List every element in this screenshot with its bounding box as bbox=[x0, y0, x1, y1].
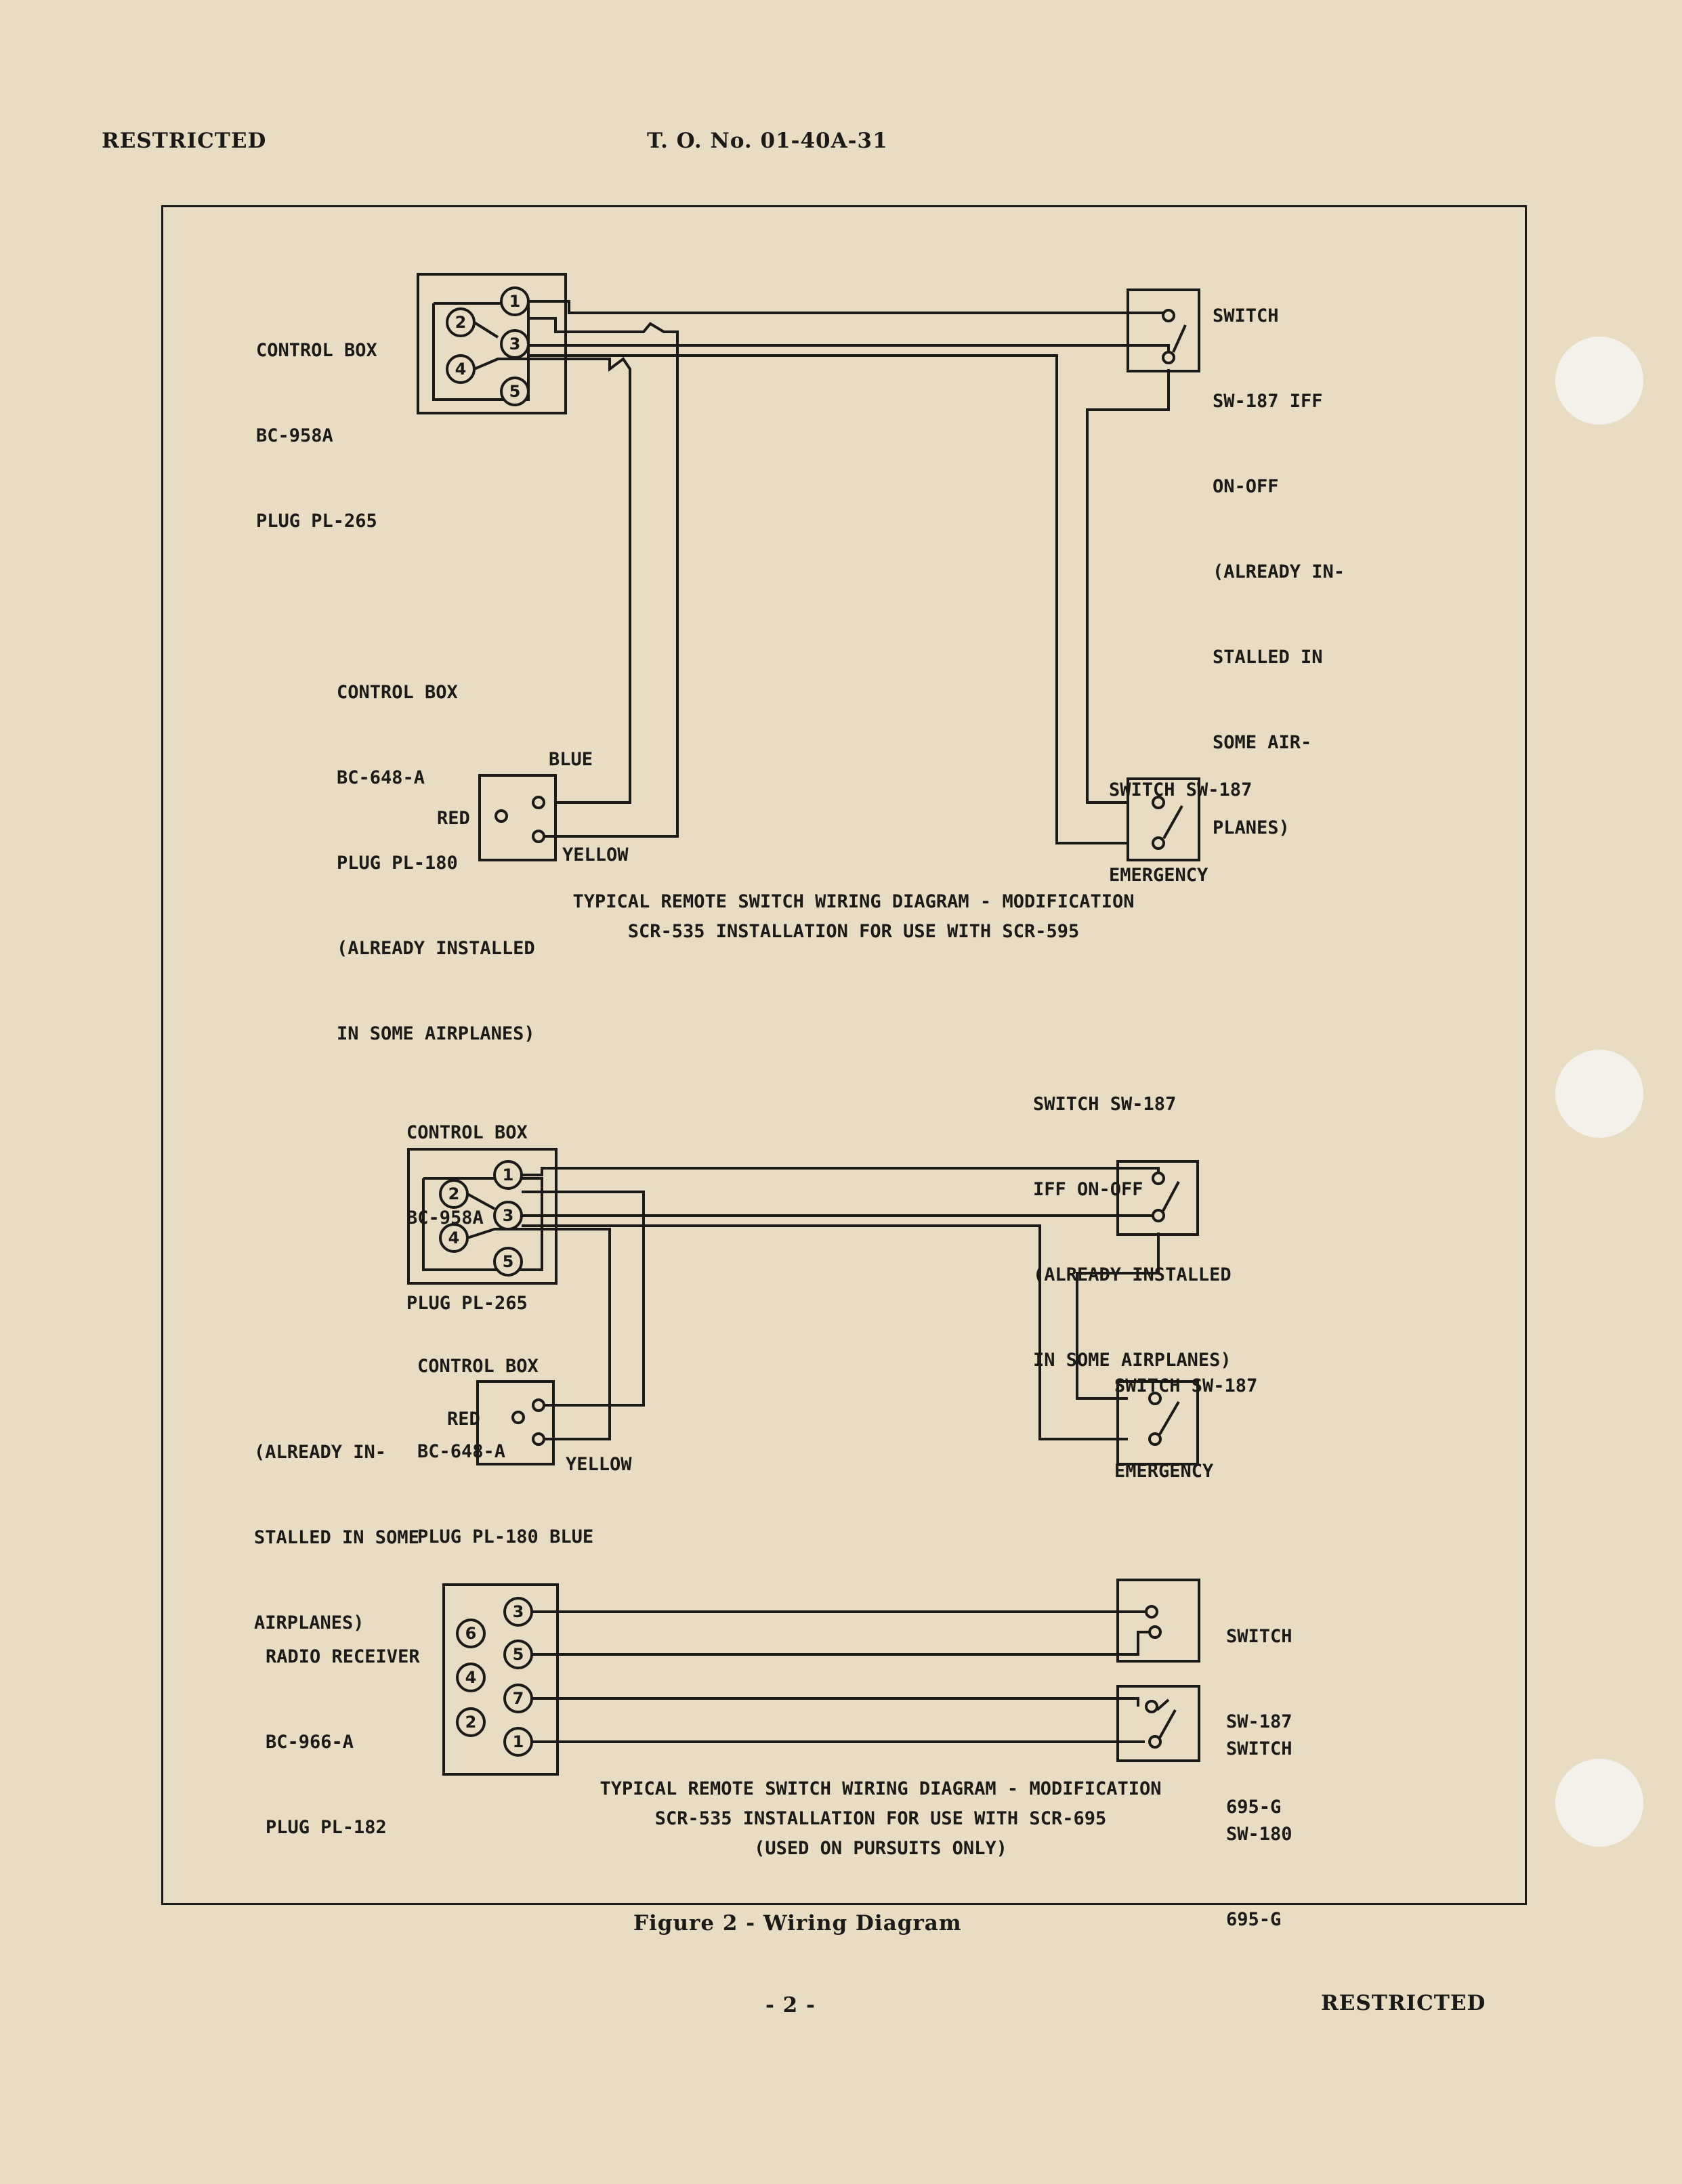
punch-hole-middle bbox=[1555, 1050, 1643, 1138]
punch-hole-top bbox=[1555, 337, 1643, 425]
plug-pl265-outline bbox=[417, 273, 567, 414]
footer-restricted: RESTRICTED bbox=[1321, 1991, 1486, 2015]
svg-text:4: 4 bbox=[448, 1228, 460, 1247]
svg-text:5: 5 bbox=[513, 1645, 524, 1664]
svg-text:4: 4 bbox=[465, 1668, 477, 1687]
figure-frame bbox=[161, 205, 1527, 1905]
svg-text:1: 1 bbox=[503, 1165, 514, 1184]
wire-label-red-2: RED bbox=[447, 1409, 480, 1430]
pin-5 bbox=[500, 377, 530, 406]
wire-label-blue: BLUE bbox=[549, 749, 593, 770]
wire-label-red: RED bbox=[437, 808, 470, 829]
switch-emergency-label-2: SWITCH SW-187 EMERGENCY bbox=[1114, 1375, 1258, 1482]
switch-emergency-label: SWITCH SW-187 EMERGENCY bbox=[1109, 779, 1253, 886]
pin-label-1: 1 bbox=[509, 292, 521, 311]
plug-pl265-inner bbox=[432, 302, 530, 401]
switch-sw187-label: SWITCH SW-187 695-G bbox=[1226, 1626, 1292, 1818]
diagram1-caption: TYPICAL REMOTE SWITCH WIRING DIAGRAM - M… bbox=[572, 891, 1135, 942]
switch-iff-label: SWITCH SW-187 IFF ON-OFF (ALREADY IN- ST… bbox=[1213, 305, 1345, 838]
control-box-958a-label: CONTROL BOX BC-958A PLUG PL-265 bbox=[256, 340, 377, 532]
wire-label-yellow-2: YELLOW bbox=[566, 1454, 632, 1475]
pin-label-2: 2 bbox=[455, 313, 467, 332]
control-box-648a-label: CONTROL BOX BC-648-A PLUG PL-180 (ALREAD… bbox=[337, 682, 535, 1044]
already-installed-label: (ALREADY IN- STALLED IN SOME AIRPLANES) bbox=[254, 1442, 419, 1633]
header-restricted: RESTRICTED bbox=[102, 129, 267, 153]
switch-iff-label-2: SWITCH SW-187 IFF ON-OFF (ALREADY INSTAL… bbox=[1033, 1094, 1232, 1371]
diagram3-caption: TYPICAL REMOTE SWITCH WIRING DIAGRAM - M… bbox=[600, 1778, 1162, 1859]
svg-text:2: 2 bbox=[465, 1713, 477, 1732]
document-number: T. O. No. 01-40A-31 bbox=[647, 129, 888, 153]
svg-text:7: 7 bbox=[513, 1689, 524, 1708]
pin-label-4: 4 bbox=[455, 360, 467, 379]
svg-text:1: 1 bbox=[513, 1732, 524, 1751]
svg-text:3: 3 bbox=[513, 1602, 524, 1621]
control-box-958a-label-2: CONTROL BOX BC-958A PLUG PL-265 bbox=[406, 1122, 528, 1314]
svg-text:5: 5 bbox=[503, 1252, 514, 1271]
pin-label-3: 3 bbox=[509, 335, 521, 354]
wire-label-yellow: YELLOW bbox=[562, 844, 629, 865]
svg-text:3: 3 bbox=[503, 1206, 514, 1225]
switch-sw180-label: SWITCH SW-180 695-G bbox=[1226, 1738, 1292, 1930]
control-box-648a-label-2: CONTROL BOX BC-648-A PLUG PL-180 BLUE bbox=[417, 1356, 594, 1547]
figure-caption: Figure 2 - Wiring Diagram bbox=[633, 1911, 962, 1935]
svg-text:6: 6 bbox=[465, 1624, 477, 1643]
punch-hole-bottom bbox=[1555, 1759, 1643, 1847]
page-number: - 2 - bbox=[765, 1993, 816, 2017]
radio-receiver-label: RADIO RECEIVER BC-966-A PLUG PL-182 bbox=[266, 1646, 420, 1838]
svg-text:2: 2 bbox=[448, 1184, 460, 1203]
pin-label-5: 5 bbox=[509, 382, 521, 401]
